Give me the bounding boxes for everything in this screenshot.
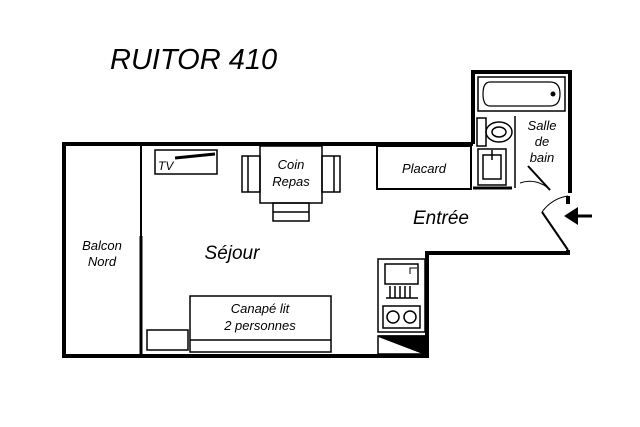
bathroom-label-line2: de xyxy=(535,134,549,149)
side-table xyxy=(146,329,189,351)
bathroom-label-line3: bain xyxy=(530,150,555,165)
balcony-label-line2: Nord xyxy=(88,254,117,269)
dining-label-line2: Repas xyxy=(272,174,310,189)
placard xyxy=(376,145,472,190)
bathtub xyxy=(477,76,566,112)
dining-label-line1: Coin xyxy=(278,157,305,172)
entry-door xyxy=(541,195,570,255)
sofa-bed xyxy=(189,295,332,353)
plan-title: RUITOR 410 xyxy=(110,44,277,76)
bathroom-label-line1: Salle xyxy=(528,118,557,133)
sofa-label-line1: Canapé lit xyxy=(231,301,291,316)
placard-label: Placard xyxy=(402,161,447,176)
toilet xyxy=(476,117,513,147)
washbasin xyxy=(477,148,507,186)
kitchenette xyxy=(377,258,426,356)
tv-unit xyxy=(154,149,218,175)
sejour-label: Séjour xyxy=(205,243,261,264)
balcony-label-line1: Balcon xyxy=(82,238,122,253)
entree-label: Entrée xyxy=(413,208,469,229)
dining-table xyxy=(241,145,341,222)
tv-label: TV xyxy=(158,159,174,173)
bathroom-door xyxy=(519,165,551,191)
entry-arrow-icon xyxy=(564,207,592,225)
sofa-label-line2: 2 personnes xyxy=(223,318,296,333)
outer-walls xyxy=(62,70,572,358)
